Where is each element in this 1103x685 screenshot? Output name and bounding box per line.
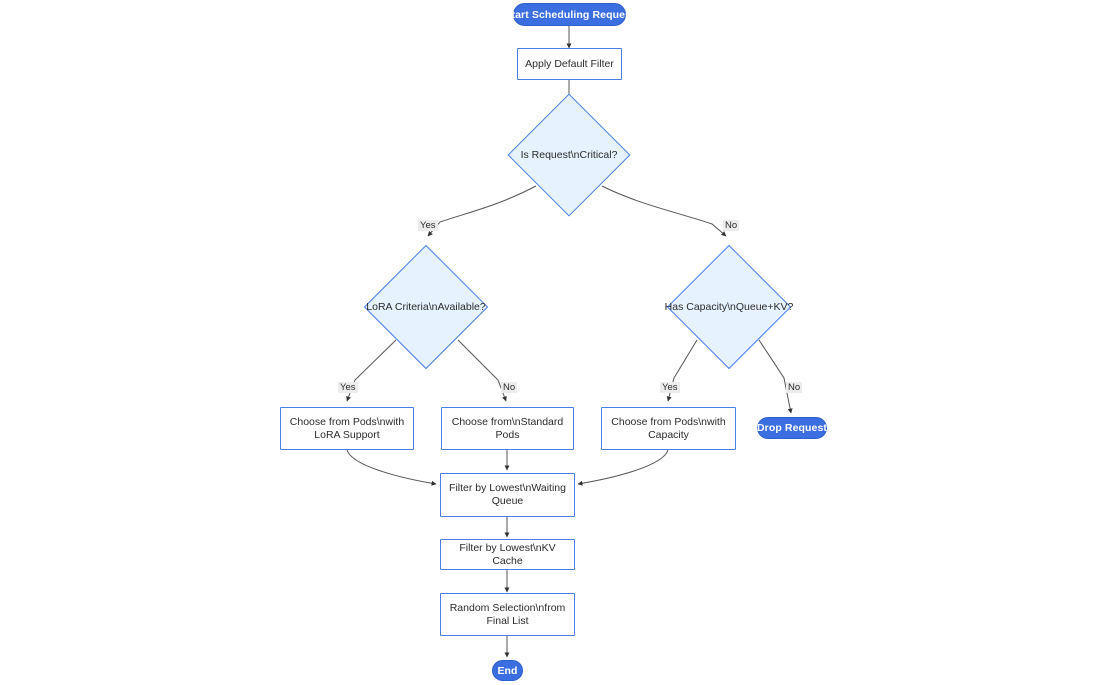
node-apply-default-filter-label: Apply Default Filter <box>525 57 614 70</box>
node-lora-criteria-available[interactable]: LoRA Criteria\nAvailable? <box>363 244 489 370</box>
node-filter-lowest-waiting-queue[interactable]: Filter by Lowest\nWaiting Queue <box>440 473 575 517</box>
node-has-capacity-queue-kv-label: Has Capacity\nQueue+KV? <box>664 300 794 313</box>
node-end-label: End <box>497 664 518 677</box>
edge-label-capacity-yes: Yes <box>660 382 680 393</box>
node-random-selection-final-list[interactable]: Random Selection\nfrom Final List <box>440 593 575 636</box>
node-lora-criteria-available-label: LoRA Criteria\nAvailable? <box>366 300 486 313</box>
node-filter-lowest-waiting-queue-label: Filter by Lowest\nWaiting Queue <box>449 482 566 507</box>
node-choose-standard-pods[interactable]: Choose from\nStandard Pods <box>441 407 574 450</box>
edge-is-critical-to-capacity <box>601 185 727 237</box>
edge-label-capacity-no: No <box>786 382 803 393</box>
node-drop-request[interactable]: Drop Request <box>757 417 827 439</box>
edge-is-critical-to-lora <box>427 185 537 237</box>
edge-label-critical-yes: Yes <box>418 220 438 231</box>
edge-capacity-to-drop-request <box>758 339 793 414</box>
edge-label-lora-no: No <box>501 382 518 393</box>
edge-lora-to-pods-lora <box>346 339 397 402</box>
node-filter-lowest-kv-cache[interactable]: Filter by Lowest\nKV Cache <box>440 539 575 570</box>
node-is-request-critical[interactable]: Is Request\nCritical? <box>507 93 631 217</box>
node-choose-pods-capacity-label: Choose from Pods\nwith Capacity <box>611 415 726 441</box>
edge-pods-capacity-to-filter-queue <box>577 449 669 486</box>
node-apply-default-filter[interactable]: Apply Default Filter <box>517 48 622 80</box>
node-choose-pods-lora-support[interactable]: Choose from Pods\nwith LoRA Support <box>280 407 414 450</box>
node-is-request-critical-label: Is Request\nCritical? <box>520 148 618 161</box>
edge-label-lora-yes: Yes <box>338 382 358 393</box>
node-choose-standard-pods-label: Choose from\nStandard Pods <box>451 415 564 441</box>
node-choose-pods-capacity[interactable]: Choose from Pods\nwith Capacity <box>601 407 736 450</box>
edge-pods-lora-to-filter-queue <box>346 449 437 486</box>
node-drop-request-label: Drop Request <box>756 422 828 434</box>
node-start-scheduling-request[interactable]: Start Scheduling Request <box>504 3 634 26</box>
edge-lora-to-pods-standard <box>457 339 507 402</box>
node-filter-lowest-kv-cache-label: Filter by Lowest\nKV Cache <box>459 541 556 567</box>
edge-label-critical-no: No <box>723 220 740 231</box>
edge-capacity-to-pods-capacity <box>666 339 698 402</box>
node-end[interactable]: End <box>492 660 523 681</box>
node-start-label: Start Scheduling Request <box>504 8 635 21</box>
node-random-selection-final-list-label: Random Selection\nfrom Final List <box>449 601 566 627</box>
node-has-capacity-queue-kv[interactable]: Has Capacity\nQueue+KV? <box>664 244 794 370</box>
node-choose-pods-lora-support-label: Choose from Pods\nwith LoRA Support <box>289 415 405 441</box>
